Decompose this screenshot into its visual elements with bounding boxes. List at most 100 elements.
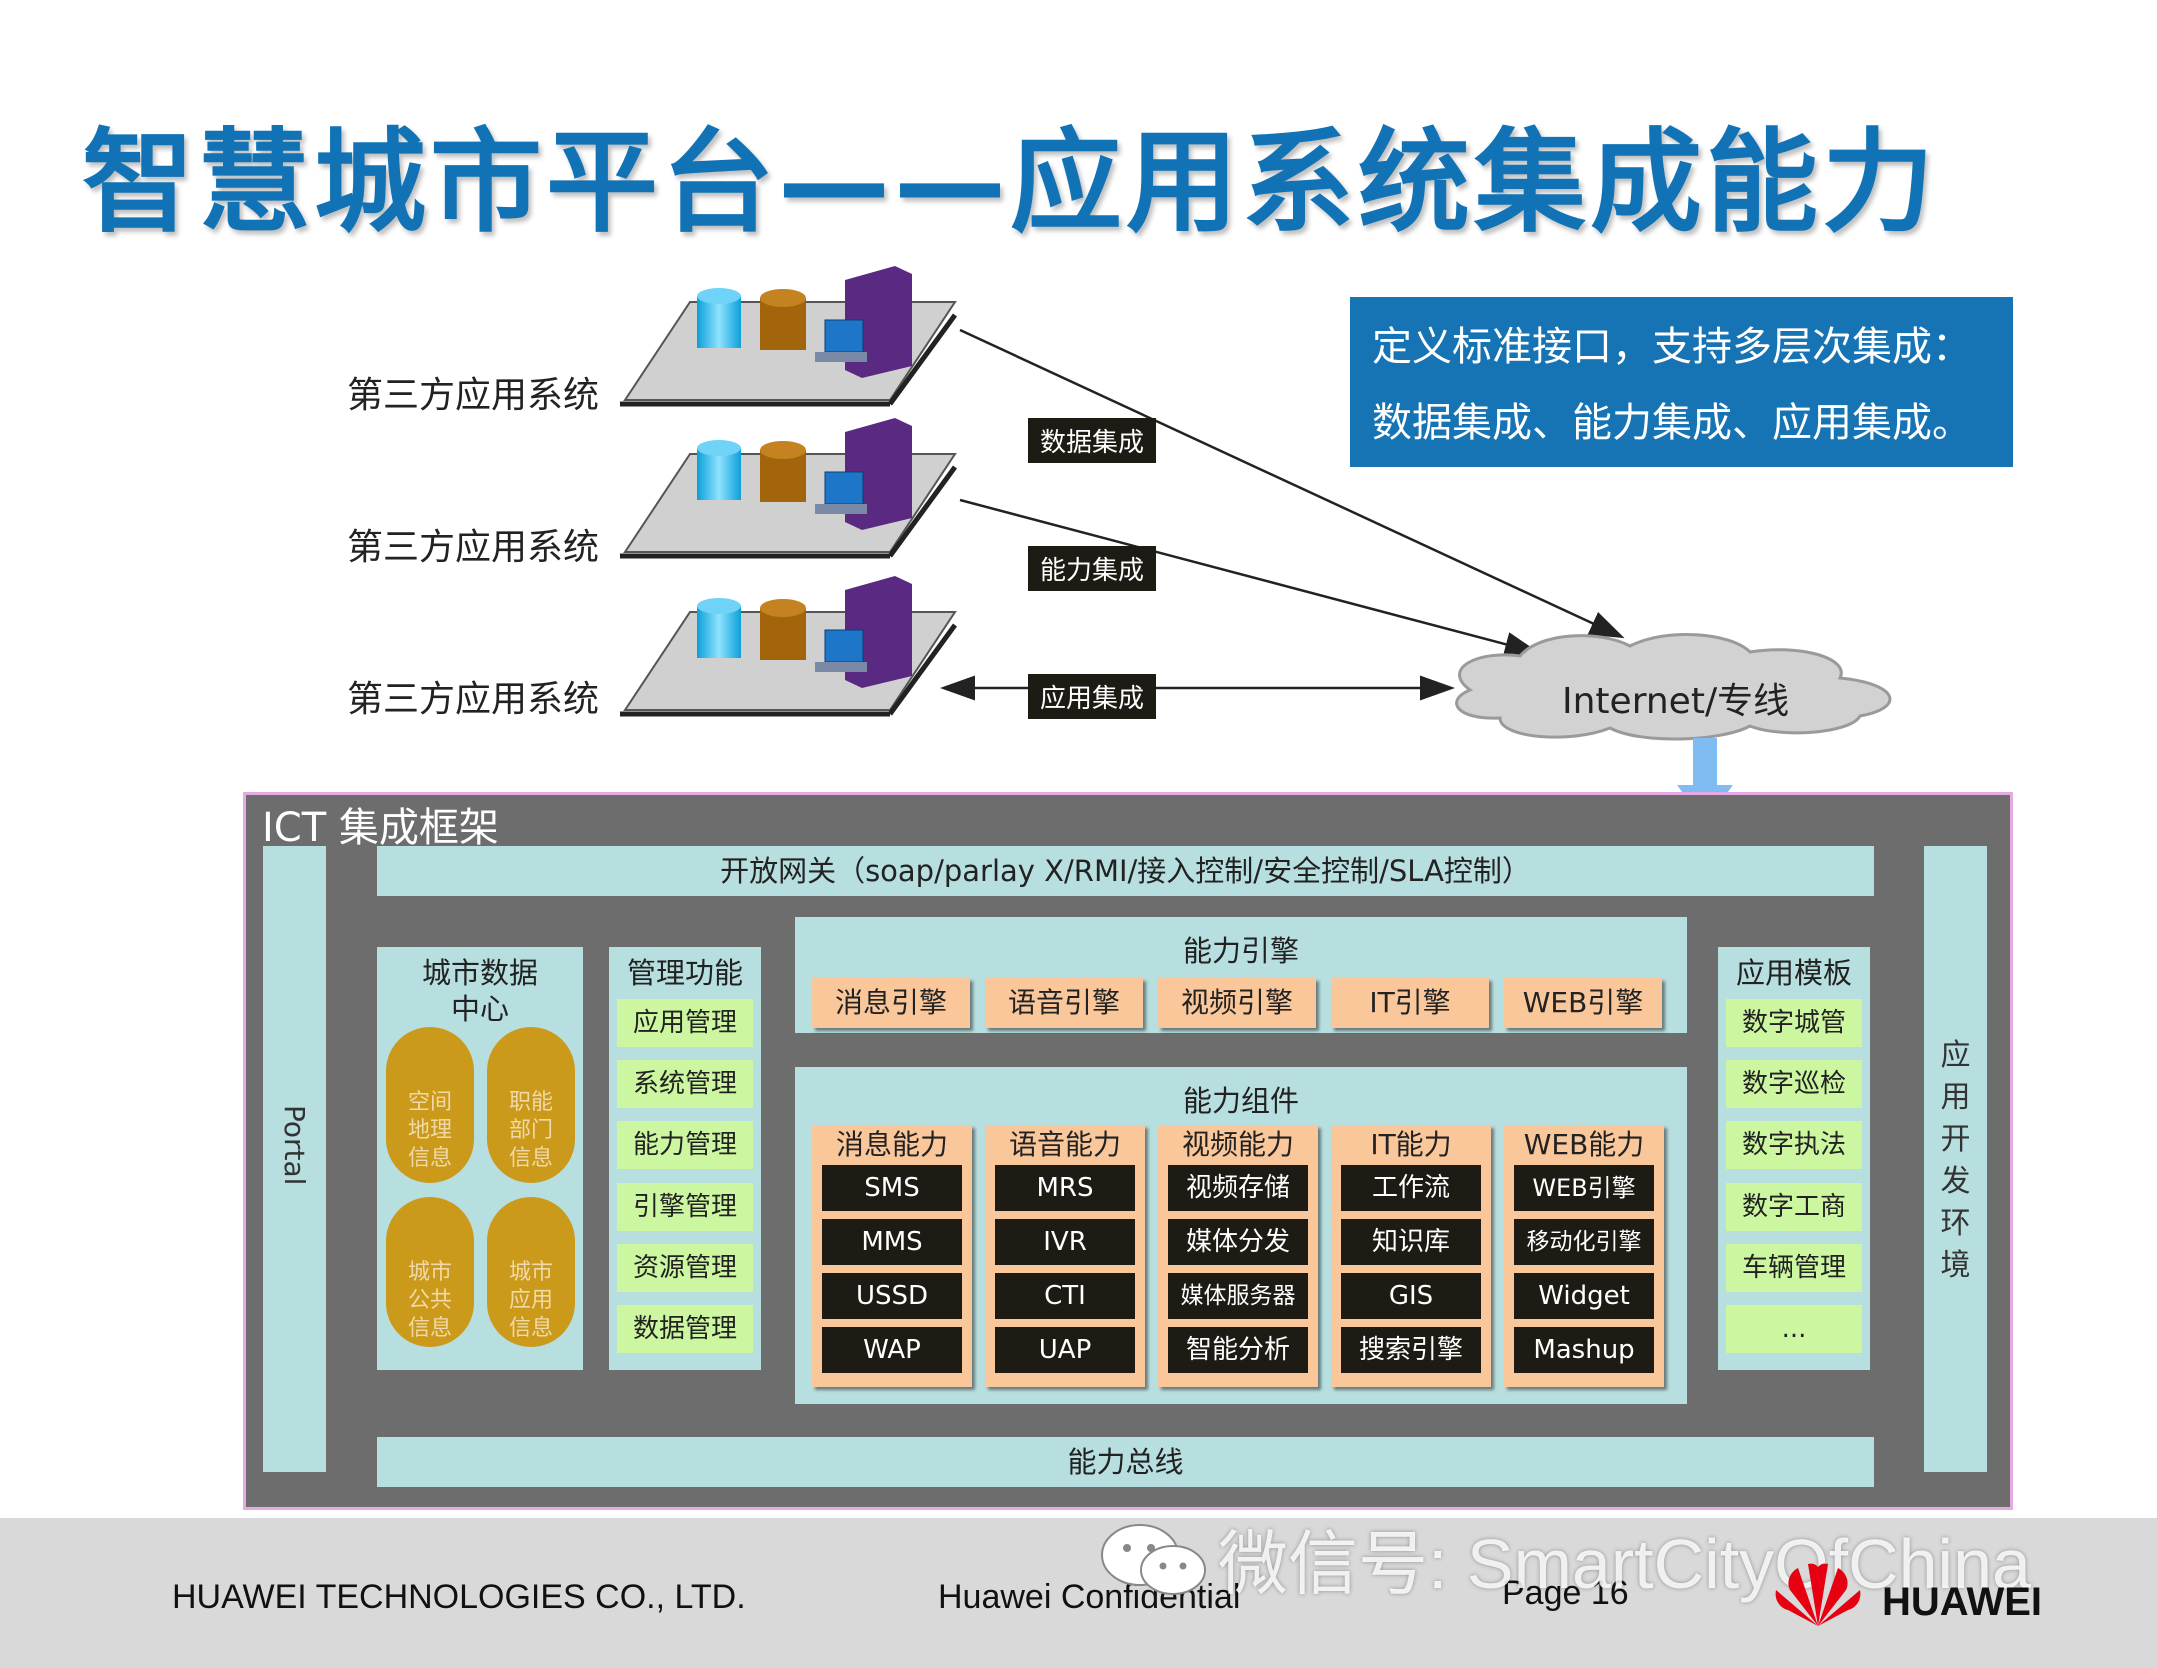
- framework-label: ICT 集成框架: [262, 805, 499, 851]
- mgmt-item: 引擎管理: [617, 1183, 753, 1231]
- callout-line-2: 数据集成、能力集成、应用集成。: [1372, 400, 1972, 446]
- capability-column-message: 消息能力 SMS MMS USSD WAP: [812, 1125, 972, 1387]
- third-party-system-3: 第三方应用系统: [347, 679, 600, 720]
- pill-public-info: 城市 公共 信息: [386, 1197, 474, 1347]
- template-item: 数字工商: [1726, 1183, 1862, 1231]
- template-item: ...: [1726, 1305, 1862, 1353]
- portal-label: Portal: [278, 1105, 311, 1186]
- capability-column-voice: 语音能力 MRS IVR CTI UAP: [985, 1125, 1145, 1387]
- data-center-title-line: 城市数据: [421, 956, 538, 990]
- portal-column: [263, 846, 326, 1472]
- third-party-system-1: 第三方应用系统: [347, 375, 600, 416]
- capability-block: MMS: [822, 1219, 962, 1265]
- engine-item: 语音引擎: [985, 978, 1143, 1028]
- wechat-icon: [1101, 1524, 1206, 1595]
- app-dev-env-char: 开: [1940, 1122, 1971, 1157]
- capability-head: IT能力: [1370, 1128, 1452, 1161]
- pill-text: 职能: [508, 1090, 553, 1115]
- capability-block: GIS: [1341, 1273, 1481, 1319]
- app-dev-env-column: [1924, 846, 1987, 1472]
- pill-text: 城市: [508, 1260, 553, 1285]
- app-dev-env-label: 应 用 开 发 环 境: [1924, 1035, 1987, 1287]
- pill-text: 信息: [508, 1146, 553, 1171]
- open-gateway: 开放网关（soap/parlay X/RMI/接入控制/安全控制/SLA控制）: [377, 846, 1874, 896]
- capability-head: 视频能力: [1181, 1128, 1294, 1161]
- app-dev-env-char: 发: [1940, 1164, 1971, 1199]
- capability-block: 视频存储: [1168, 1165, 1308, 1211]
- footer-page-number: Page 16: [1502, 1574, 1629, 1612]
- pill-text: 空间: [407, 1090, 452, 1115]
- mgmt-item: 系统管理: [617, 1060, 753, 1108]
- pill-text: 公共: [407, 1288, 452, 1313]
- management-title: 管理功能: [626, 956, 743, 990]
- tag-capability-integration: 能力集成: [1028, 546, 1157, 591]
- capability-block: 媒体分发: [1168, 1219, 1308, 1265]
- pill-department-info: 职能 部门 信息: [487, 1027, 575, 1183]
- huawei-wordmark: HUAWEI: [1882, 1580, 2042, 1624]
- app-dev-env-char: 环: [1940, 1206, 1971, 1241]
- server-group-2: [620, 418, 958, 559]
- engine-item: WEB引擎: [1504, 978, 1662, 1028]
- third-party-system-2: 第三方应用系统: [347, 527, 600, 568]
- callout-box: 定义标准接口，支持多层次集成： 数据集成、能力集成、应用集成。: [1350, 297, 2013, 467]
- capability-block: Mashup: [1514, 1327, 1654, 1373]
- footer-company: HUAWEI TECHNOLOGIES CO., LTD.: [172, 1578, 746, 1616]
- capability-block: CTI: [995, 1273, 1135, 1319]
- mgmt-item: 资源管理: [617, 1244, 753, 1292]
- callout-line-1: 定义标准接口，支持多层次集成：: [1372, 324, 1972, 370]
- pill-text: 应用: [508, 1288, 553, 1313]
- capability-column-web: WEB能力 WEB引擎 移动化引擎 Widget Mashup: [1504, 1125, 1664, 1387]
- watermark-text: 微信号: SmartCityOfChina: [1218, 1525, 2031, 1603]
- capability-block: 移动化引擎: [1514, 1219, 1654, 1265]
- app-templates-title: 应用模板: [1735, 956, 1852, 990]
- engine-item: 消息引擎: [812, 978, 970, 1028]
- mgmt-item: 应用管理: [617, 999, 753, 1047]
- mgmt-item: 能力管理: [617, 1121, 753, 1169]
- capability-block: IVR: [995, 1219, 1135, 1265]
- engine-item: 视频引擎: [1158, 978, 1316, 1028]
- capability-block: SMS: [822, 1165, 962, 1211]
- pill-text: 地理: [407, 1118, 452, 1143]
- engines-title: 能力引擎: [1182, 934, 1299, 968]
- pill-spatial-info: 空间 地理 信息: [386, 1027, 474, 1183]
- capability-block: UAP: [995, 1327, 1135, 1373]
- cloud-label: Internet/专线: [1562, 681, 1790, 722]
- capability-head: 消息能力: [835, 1128, 948, 1161]
- capability-block: 知识库: [1341, 1219, 1481, 1265]
- pill-text: 城市: [407, 1260, 452, 1285]
- capability-head: 语音能力: [1008, 1128, 1121, 1161]
- capability-block: WAP: [822, 1327, 962, 1373]
- page-title: 智慧城市平台——应用系统集成能力: [82, 118, 1938, 248]
- capability-block: WEB引擎: [1514, 1165, 1654, 1211]
- template-item: 数字巡检: [1726, 1060, 1862, 1108]
- engine-item: IT引擎: [1331, 978, 1489, 1028]
- template-item: 数字执法: [1726, 1121, 1862, 1169]
- capability-column-video: 视频能力 视频存储 媒体分发 媒体服务器 智能分析: [1158, 1125, 1318, 1387]
- app-dev-env-char: 用: [1940, 1080, 1971, 1115]
- capability-block: 智能分析: [1168, 1327, 1308, 1373]
- pill-text: 信息: [407, 1316, 452, 1341]
- app-dev-env-char: 应: [1940, 1038, 1971, 1073]
- huawei-logo-icon: [1775, 1563, 1861, 1626]
- data-center-title: 城市数据 中心: [377, 955, 583, 1027]
- pill-application-info: 城市 应用 信息: [487, 1197, 575, 1347]
- template-item: 车辆管理: [1726, 1244, 1862, 1292]
- template-item: 数字城管: [1726, 999, 1862, 1047]
- internet-cloud: [1455, 633, 1892, 741]
- tag-application-integration: 应用集成: [1028, 674, 1157, 719]
- app-dev-env-char: 境: [1940, 1248, 1971, 1283]
- capability-block: USSD: [822, 1273, 962, 1319]
- capability-block: 工作流: [1341, 1165, 1481, 1211]
- capability-block: 搜索引擎: [1341, 1327, 1481, 1373]
- server-group-3: [620, 576, 958, 717]
- server-group-1: [620, 266, 958, 407]
- capability-block: Widget: [1514, 1273, 1654, 1319]
- capability-column-it: IT能力 工作流 知识库 GIS 搜索引擎: [1331, 1125, 1491, 1387]
- components-title: 能力组件: [1182, 1084, 1299, 1118]
- pill-text: 部门: [508, 1118, 553, 1143]
- capability-head: WEB能力: [1523, 1128, 1645, 1161]
- capability-block: MRS: [995, 1165, 1135, 1211]
- data-center-title-line: 中心: [450, 992, 509, 1026]
- tag-data-integration: 数据集成: [1028, 418, 1157, 463]
